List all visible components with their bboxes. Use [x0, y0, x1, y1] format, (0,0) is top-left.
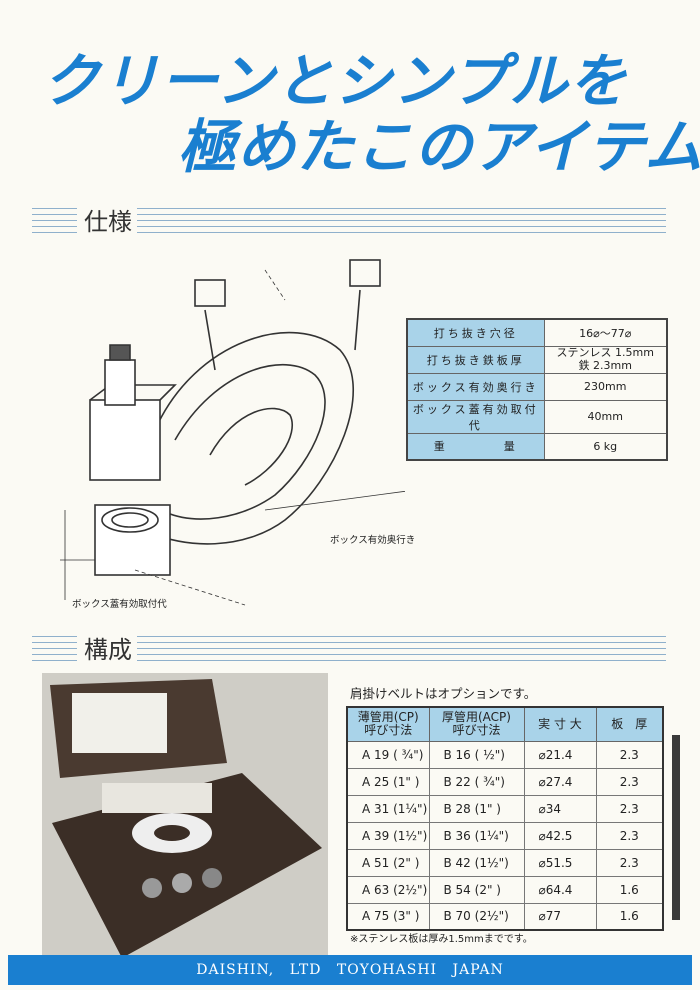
size-table: 薄管用(CP) 呼び寸法 厚管用(ACP) 呼び寸法 実 寸 大 板 厚 A 1…: [346, 706, 664, 931]
size-table-header: 薄管用(CP) 呼び寸法 厚管用(ACP) 呼び寸法 実 寸 大 板 厚: [346, 706, 664, 742]
footer-bar: DAISHIN, LTD TOYOHASHI JAPAN: [8, 955, 692, 985]
section-title-composition: 構成: [84, 636, 132, 664]
headline-line-1: クリーンとシンプルを: [42, 47, 628, 115]
section-header-composition: 構成: [32, 636, 666, 664]
headline-line-2: 極めたこのアイテム: [178, 113, 700, 181]
lid-margin-label: ボックス蓋有効取付代: [72, 599, 167, 610]
section-header-spec: 仕様: [32, 208, 666, 236]
page-edge-shadow: [672, 735, 680, 920]
punch-tool-diagram: [60, 259, 405, 606]
section-title-spec: 仕様: [84, 208, 132, 236]
option-caption: 肩掛けベルトはオプションです。: [350, 686, 537, 701]
depth-label: ボックス有効奥行き: [330, 535, 416, 546]
footnote: ※ステンレス板は厚み1.5mmまでです。: [350, 934, 533, 945]
product-case-photo: [42, 673, 328, 969]
